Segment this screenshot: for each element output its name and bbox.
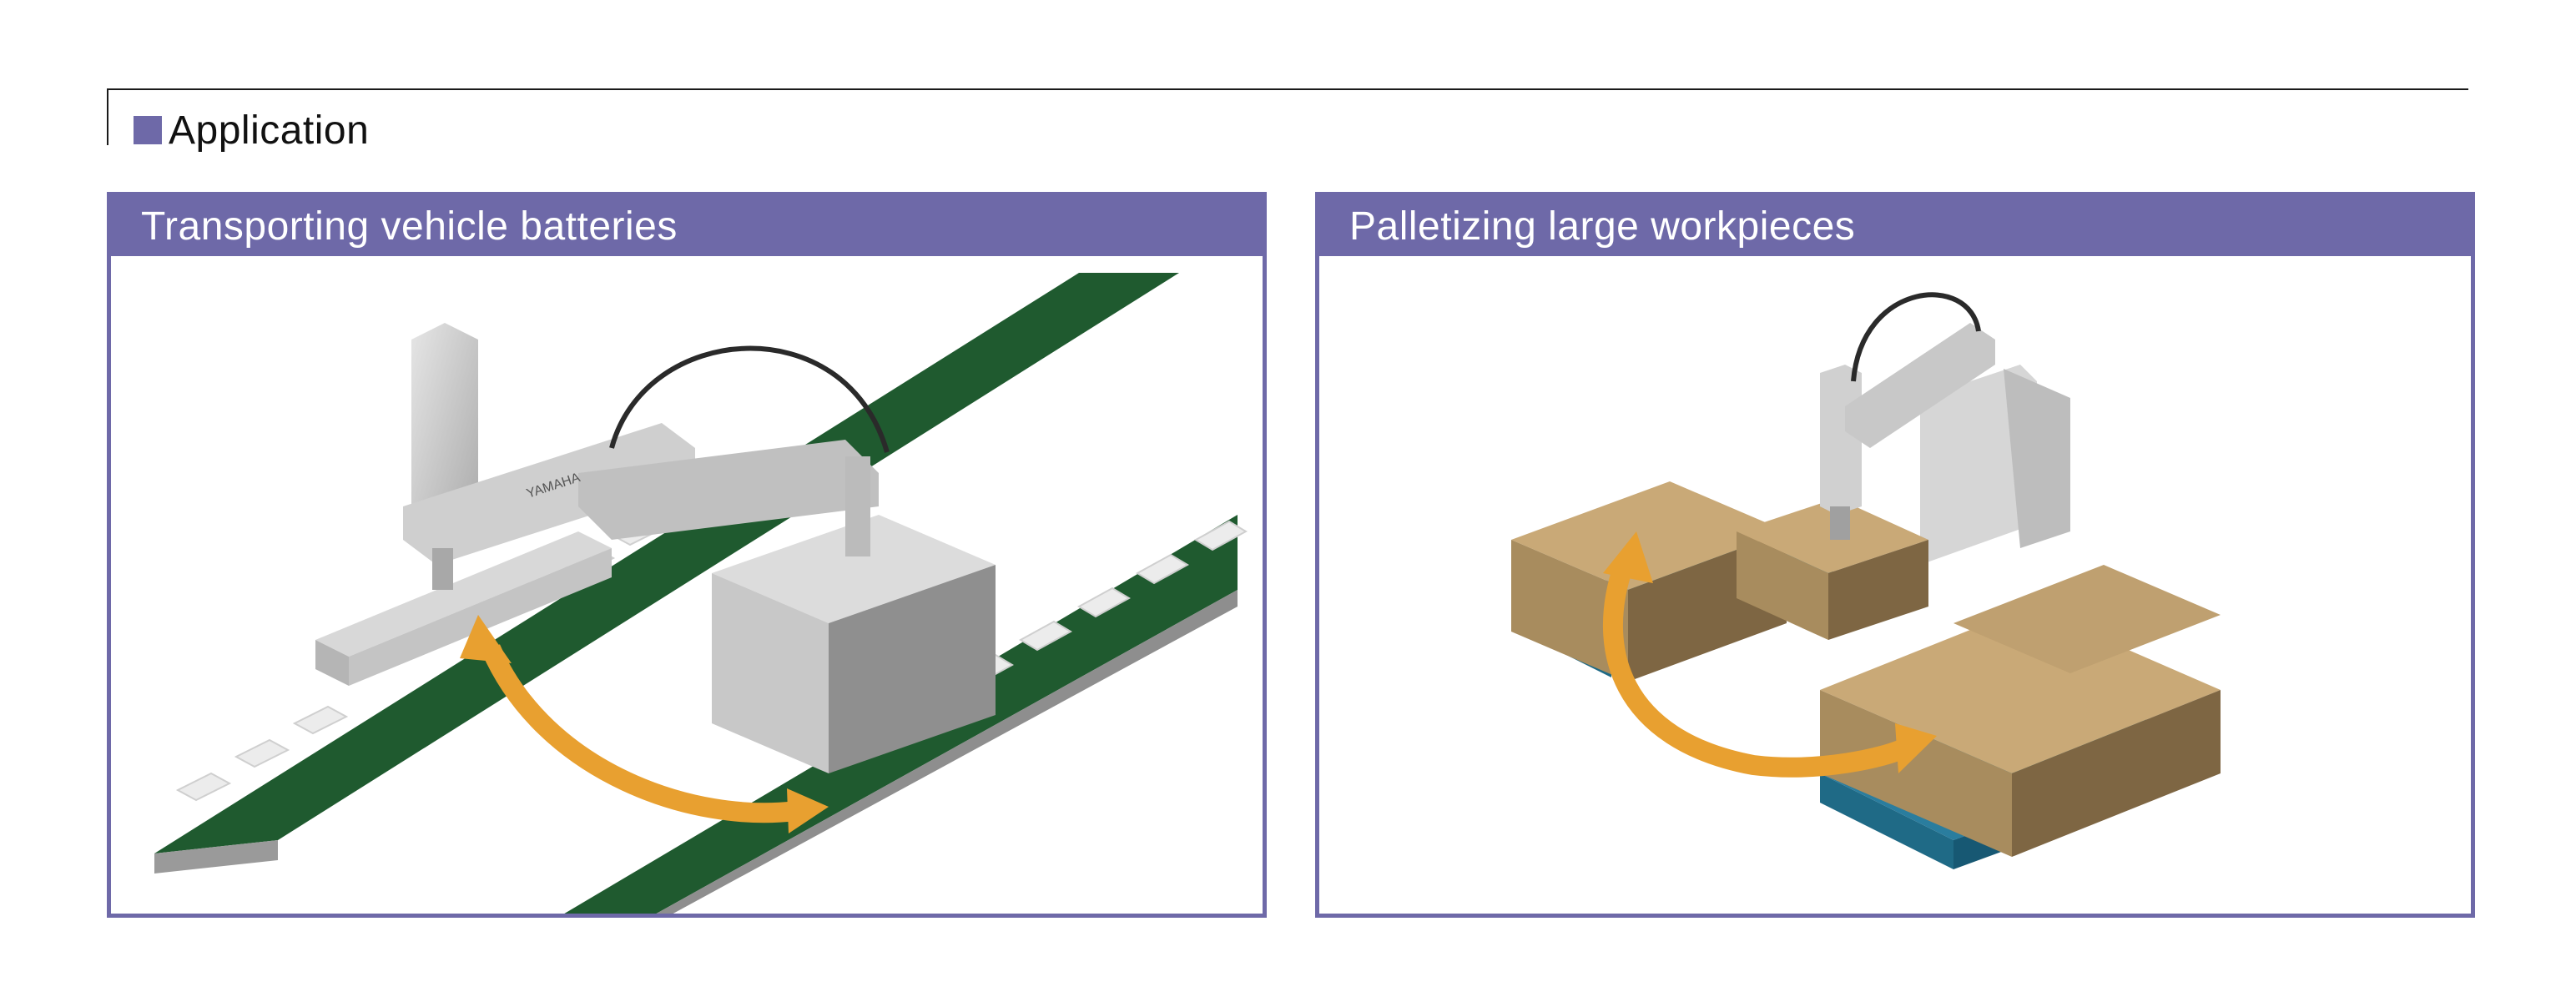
section-heading: Application (134, 103, 369, 157)
panel-header: Palletizing large workpieces (1319, 196, 2471, 256)
robot-base (1920, 365, 2070, 565)
panel-palletizing: Palletizing large workpieces (1315, 192, 2475, 918)
transfer-arrow-icon (1602, 531, 1937, 778)
battery-transport-illustration: YAMAHA (154, 273, 1248, 914)
panel-header: Transporting vehicle batteries (111, 196, 1263, 256)
panel-title: Transporting vehicle batteries (141, 204, 678, 249)
section-title: Application (169, 108, 370, 153)
robot-base (712, 515, 996, 773)
transfer-arrow-icon (460, 615, 829, 833)
panel-title: Palletizing large workpieces (1349, 204, 1856, 249)
scara-robot (1820, 292, 1995, 540)
top-rule-tick (107, 88, 108, 145)
conveyor-upper (154, 273, 1179, 874)
gripper-bar (315, 531, 612, 686)
scara-robot: YAMAHA (403, 323, 890, 590)
top-rule (107, 88, 2468, 90)
panel-transporting-batteries: Transporting vehicle batteries (107, 192, 1267, 918)
palletizing-illustration (1511, 292, 2221, 869)
square-bullet-icon (134, 116, 162, 144)
